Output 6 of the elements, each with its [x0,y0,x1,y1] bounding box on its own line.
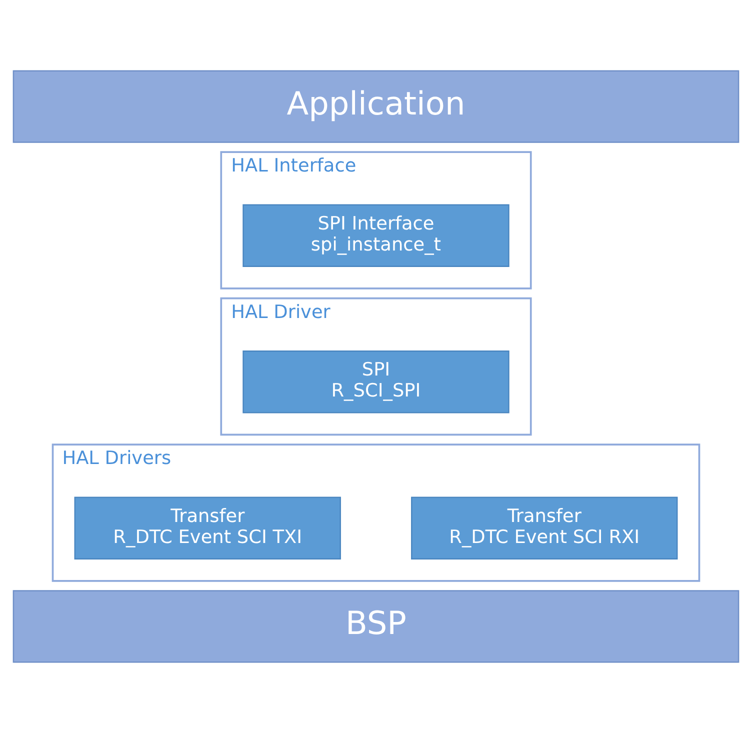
node-box: Transfer R_DTC Event SCI TXI [74,496,341,560]
node-box: Transfer R_DTC Event SCI RXI [411,496,678,560]
node-box: SPI R_SCI_SPI [242,350,510,414]
node-box: SPI Interface spi_instance_t [242,204,510,267]
node-box: Application [12,70,740,143]
node-box: BSP [12,590,740,663]
